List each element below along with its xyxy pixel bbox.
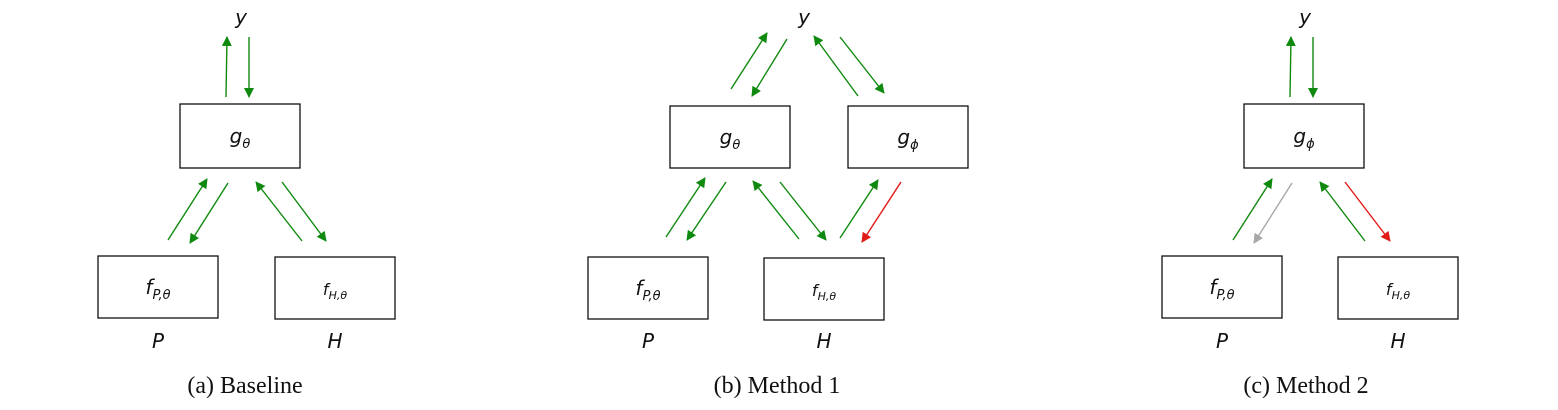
input-p-label: P	[642, 329, 655, 353]
arrow-f-p-to-g-theta	[167, 178, 208, 241]
arrow-g-phi-to-y	[1285, 36, 1296, 98]
arrow-f-p-to-g-theta	[665, 177, 706, 238]
panel-baseline: y gθ fP,θ fH,θ P H (a) Baseline	[97, 5, 396, 399]
node-g-theta-label: gθ	[720, 125, 741, 153]
input-h-label: H	[816, 329, 831, 353]
arrow-g-theta-to-y	[730, 32, 768, 90]
arrow-f-h-to-g-theta	[752, 180, 800, 240]
node-f-h	[1337, 256, 1459, 320]
node-f-p	[97, 255, 219, 319]
arrow-g-phi-to-f-p	[1253, 182, 1293, 244]
node-f-p-label: fP,θ	[635, 276, 660, 304]
caption-method-2: (c) Method 2	[1243, 373, 1368, 399]
caption-baseline: (a) Baseline	[187, 373, 302, 399]
output-y-label: y	[1298, 5, 1312, 29]
node-f-p	[587, 256, 709, 320]
arrow-f-h-to-g-phi	[839, 179, 879, 239]
node-g-phi	[847, 105, 969, 169]
arrow-g-phi-to-f-h	[861, 181, 902, 243]
node-g-phi-label: gϕ	[1293, 124, 1315, 152]
arrow-y-to-g-phi	[839, 36, 885, 94]
arrow-y-to-g-theta	[751, 38, 788, 97]
arrow-g-theta-to-f-h	[779, 181, 827, 241]
node-f-h-label: fH,θ	[1386, 280, 1410, 302]
arrow-g-phi-to-y	[813, 35, 859, 97]
input-h-label: H	[327, 329, 342, 353]
panel-method-2: y gϕ fP,θ fH,θ P H (c) Method 2	[1161, 5, 1459, 399]
input-p-label: P	[1216, 329, 1229, 353]
output-y-label: y	[234, 5, 248, 29]
arrow-f-h-to-g-phi	[1319, 181, 1366, 242]
node-g-phi	[1243, 103, 1365, 169]
input-h-label: H	[1390, 329, 1405, 353]
node-f-p-label: fP,θ	[1209, 275, 1234, 303]
node-g-theta	[669, 105, 791, 169]
node-f-h-label: fH,θ	[323, 280, 347, 302]
arrow-g-theta-to-f-p	[189, 182, 229, 244]
input-p-label: P	[152, 329, 165, 353]
arrow-g-theta-to-f-h	[281, 181, 327, 242]
panel-method-1: y gθ gϕ fP,θ fH,θ P H (b) Method 1	[587, 5, 969, 399]
node-f-p	[1161, 255, 1283, 319]
arrow-f-p-to-g-phi	[1232, 178, 1273, 241]
node-f-h-label: fH,θ	[812, 281, 836, 303]
node-f-h	[274, 256, 396, 320]
node-g-phi-label: gϕ	[897, 125, 919, 153]
node-f-p-label: fP,θ	[145, 275, 170, 303]
caption-method-1: (b) Method 1	[714, 373, 841, 399]
node-g-theta	[179, 103, 301, 169]
arrow-g-theta-to-f-p	[686, 181, 727, 241]
output-y-label: y	[797, 5, 811, 29]
arrow-g-phi-to-f-h	[1344, 181, 1391, 242]
node-g-theta-label: gθ	[230, 124, 251, 152]
node-f-h	[763, 257, 885, 321]
arrow-f-h-to-g-theta	[255, 181, 303, 242]
arrow-g-theta-to-y	[221, 36, 232, 98]
